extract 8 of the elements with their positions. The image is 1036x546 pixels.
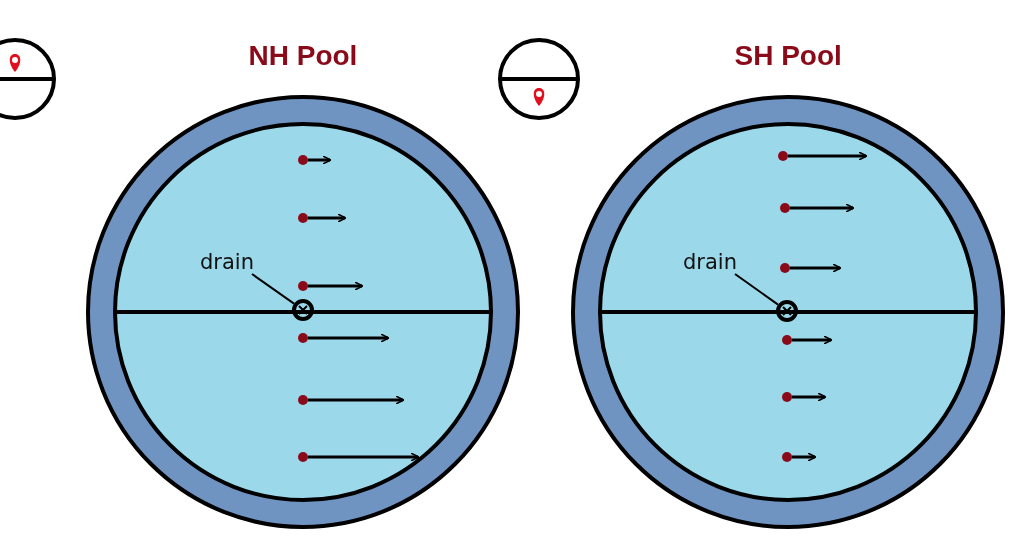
leader-line [251,273,295,305]
pool-title: NH Pool [248,40,358,72]
leader-line [734,273,780,306]
pool-title: SH Pool [734,40,842,72]
drain-symbol [292,299,314,321]
drain-label: drain [200,252,254,273]
drain-symbol [776,300,798,322]
drain-label: drain [683,252,737,273]
